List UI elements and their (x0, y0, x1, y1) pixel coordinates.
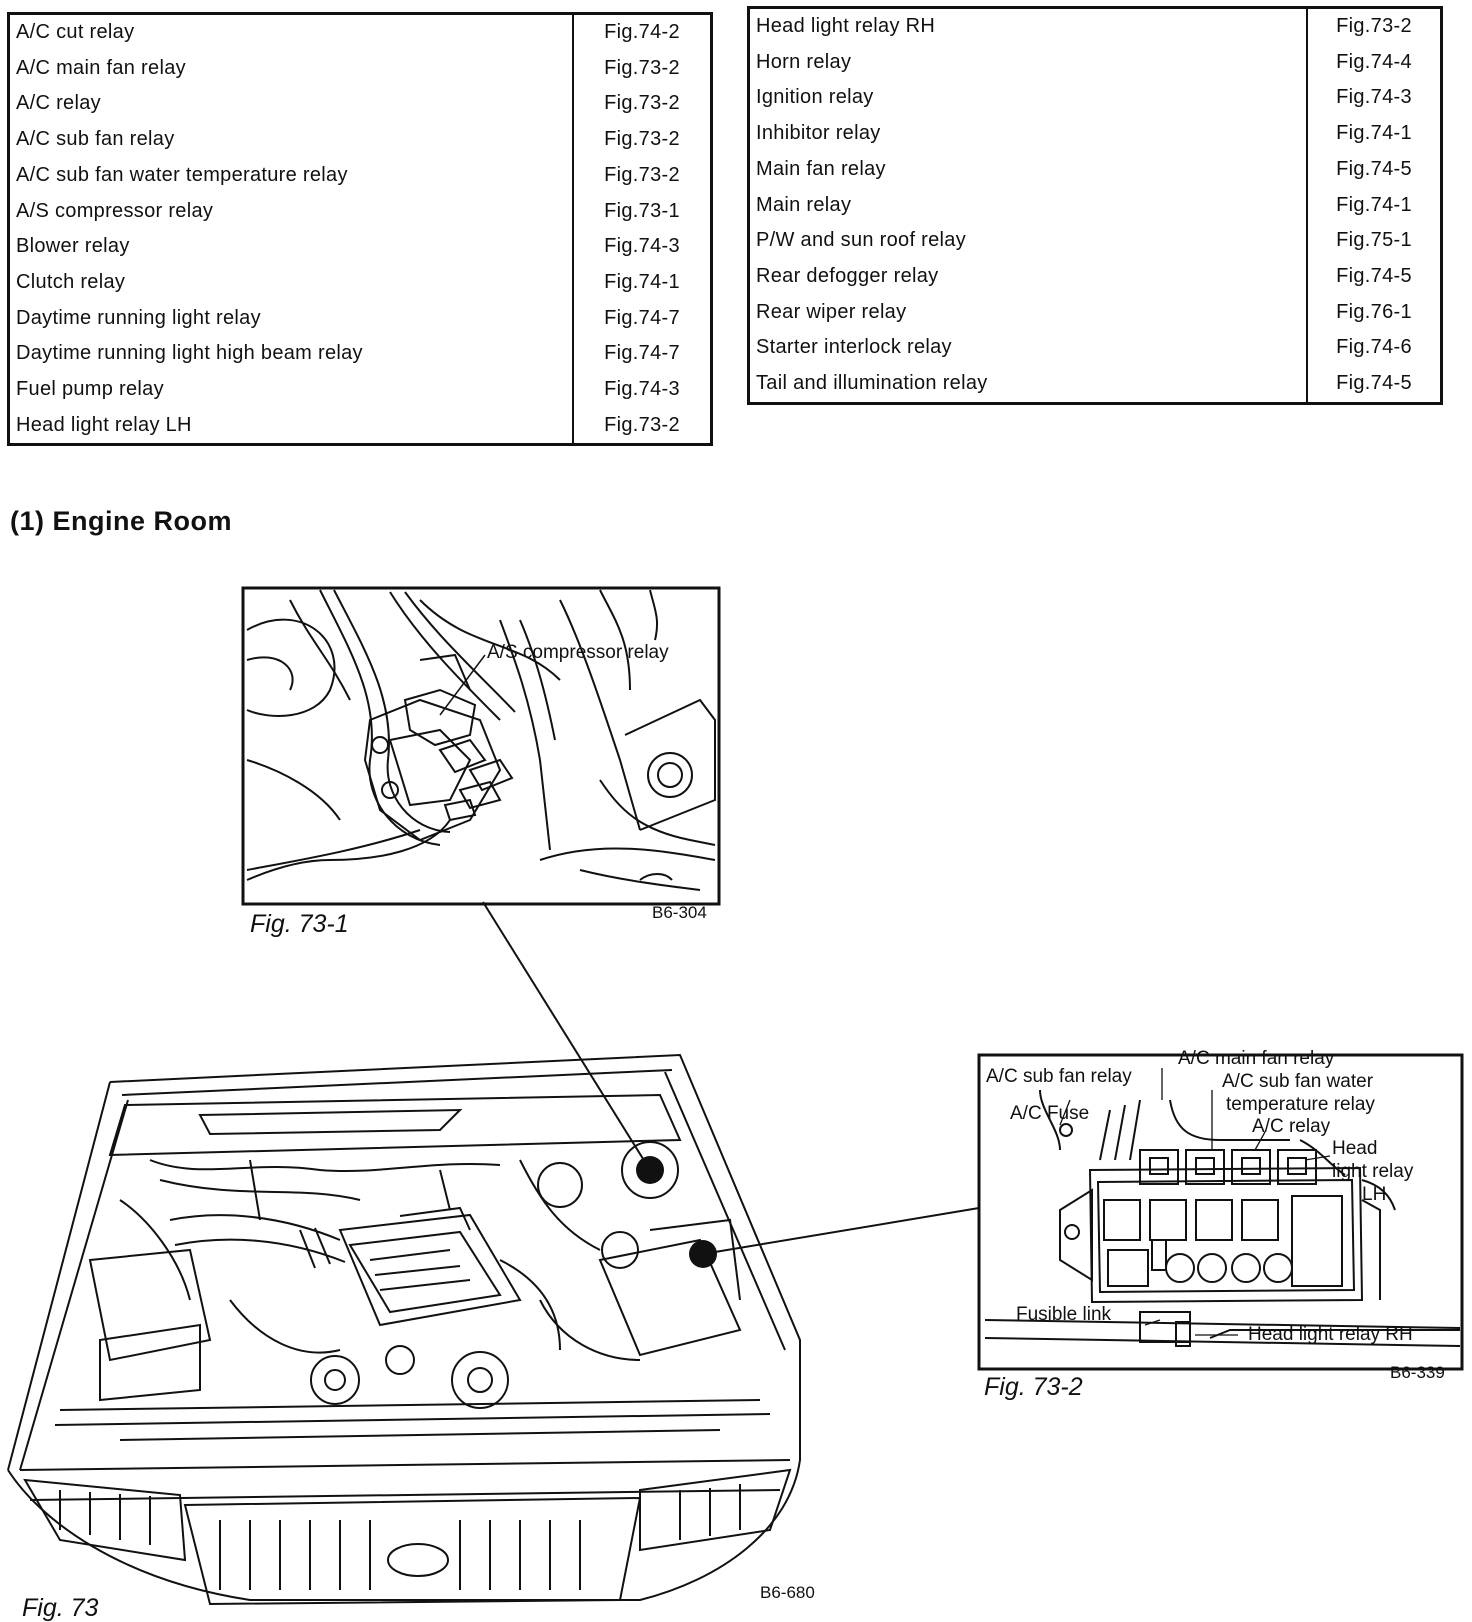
table-row: Ignition relay Fig.74-3 (749, 80, 1442, 117)
relay-name: Clutch relay (16, 270, 126, 293)
table-row: Rear defogger relay Fig.74-5 (749, 258, 1442, 295)
label-ac-relay: A/C relay (1252, 1116, 1331, 1137)
label-fusible-link: Fusible link (1016, 1304, 1112, 1325)
figure-reference: Fig.73-2 (572, 122, 712, 158)
table-row: Main relay Fig.74-1 (749, 187, 1442, 224)
code-b6-339: B6-339 (1390, 1363, 1445, 1382)
label-ac-main-fan-relay: A/C main fan relay (1178, 1048, 1335, 1069)
figure-reference: Fig.73-2 (572, 407, 712, 445)
detail-figure-73-2: A/C sub fan relay A/C main fan relay A/C… (977, 1048, 1464, 1401)
code-b6-304: B6-304 (652, 903, 707, 922)
figure-reference: Fig.73-2 (1306, 7, 1442, 45)
relay-name: Starter interlock relay (756, 336, 952, 359)
relay-name: A/C sub fan relay (16, 128, 175, 151)
relay-name: Horn relay (756, 50, 852, 73)
caption-fig-73-1: Fig. 73-1 (250, 910, 349, 938)
table-row: A/S compressor relay Fig.73-1 (9, 193, 712, 230)
figure-reference: Fig.74-2 (572, 13, 712, 51)
table-row: A/C sub fan water temperature relay Fig.7… (9, 157, 712, 194)
section-heading: (1) Engine Room (10, 506, 232, 536)
table-row: A/C sub fan relay Fig.73-2 (9, 122, 712, 158)
table-row: Daytime running light high beam relay Fig… (9, 336, 712, 373)
figure-reference: Fig.74-5 (1306, 366, 1442, 404)
figure-reference: Fig.74-7 (572, 336, 712, 373)
table-row: Fuel pump relay Fig.74-3 (9, 372, 712, 408)
table-row: Inhibitor relay Fig.74-1 (749, 116, 1442, 152)
relay-name: A/C main fan relay (16, 56, 186, 79)
label-as-compressor-relay: A/S compressor relay (487, 642, 669, 663)
label-ac-sub-fan-water-2: temperature relay (1226, 1094, 1375, 1115)
figure-reference: Fig.74-6 (1306, 330, 1442, 367)
label-head-light-lh-1: Head (1332, 1138, 1377, 1159)
figure-reference: Fig.76-1 (1306, 294, 1442, 331)
relay-name: Ignition relay (756, 86, 874, 109)
relay-name: Main fan relay (756, 157, 886, 180)
figure-reference: Fig.74-7 (572, 300, 712, 337)
label-head-light-lh-3: LH (1362, 1184, 1386, 1205)
table-row: Main fan relay Fig.74-5 (749, 151, 1442, 188)
figure-reference: Fig.74-3 (572, 229, 712, 265)
figure-reference: Fig.74-1 (1306, 187, 1442, 224)
figure-reference: Fig.74-1 (572, 264, 712, 301)
figure-reference: Fig.74-1 (1306, 116, 1442, 152)
label-ac-sub-fan-relay: A/C sub fan relay (986, 1066, 1132, 1087)
relay-name: Fuel pump relay (16, 378, 164, 401)
relay-name: Tail and illumination relay (756, 372, 988, 395)
label-ac-fuse: A/C Fuse (1010, 1103, 1089, 1124)
relay-name: Rear defogger relay (756, 264, 939, 287)
detail-figure-73-1: A/S compressor relay Fig. 73-1 B6-304 (241, 586, 721, 938)
leader-fig-73-1 (482, 901, 651, 1171)
table-row: Clutch relay Fig.74-1 (9, 264, 712, 301)
relay-name: P/W and sun roof relay (756, 229, 967, 252)
table-row: Head light relay RH Fig.73-2 (749, 7, 1442, 45)
relay-name: Head light relay RH (756, 15, 936, 37)
label-ac-sub-fan-water-1: A/C sub fan water (1222, 1071, 1374, 1092)
relay-name: A/C sub fan water temperature relay (16, 163, 348, 186)
code-b6-680: B6-680 (760, 1583, 815, 1602)
label-head-light-lh-2: light relay (1332, 1161, 1414, 1182)
table-row: Blower relay Fig.74-3 (9, 229, 712, 265)
table-row: Starter interlock relay Fig.74-6 (749, 330, 1442, 367)
relay-name: Daytime running light relay (16, 306, 261, 329)
relay-name: Blower relay (16, 235, 130, 258)
table-row: A/C cut relay Fig.74-2 (9, 13, 712, 51)
figure-reference: Fig.74-4 (1306, 44, 1442, 81)
relay-name: Rear wiper relay (756, 300, 907, 323)
relay-name: A/S compressor relay (16, 199, 214, 222)
figure-reference: Fig.74-5 (1306, 258, 1442, 295)
relay-name: A/C relay (16, 92, 101, 115)
figure-reference: Fig.73-2 (572, 50, 712, 87)
table-row: Head light relay LH Fig.73-2 (9, 407, 712, 445)
caption-fig-73-2: Fig. 73-2 (984, 1373, 1083, 1401)
figure-reference: Fig.75-1 (1306, 223, 1442, 259)
table-row: P/W and sun roof relay Fig.75-1 (749, 223, 1442, 259)
caption-fig-73: Fig. 73 (22, 1594, 99, 1622)
figure-reference: Fig.73-2 (572, 86, 712, 123)
table-row: Tail and illumination relay Fig.74-5 (749, 366, 1442, 404)
figure-reference: Fig.74-3 (572, 372, 712, 408)
table-row: A/C relay Fig.73-2 (9, 86, 712, 123)
figure-reference: Fig.73-1 (572, 193, 712, 230)
table-row: Horn relay Fig.74-4 (749, 44, 1442, 81)
figure-reference: Fig.74-3 (1306, 80, 1442, 117)
leader-fig-73-2 (702, 1207, 980, 1255)
relay-name: Main relay (756, 193, 852, 216)
relay-name: A/C cut relay (16, 21, 135, 43)
figure-reference: Fig.74-5 (1306, 151, 1442, 188)
relay-name: Inhibitor relay (756, 122, 881, 145)
label-head-light-rh: Head light relay RH (1248, 1324, 1413, 1345)
figure-reference: Fig.73-2 (572, 157, 712, 194)
table-row: Rear wiper relay Fig.76-1 (749, 294, 1442, 331)
engine-room-illustration (7, 1053, 801, 1606)
table-row: A/C main fan relay Fig.73-2 (9, 50, 712, 87)
relay-name: Daytime running light high beam relay (16, 342, 363, 365)
relay-name: Head light relay LH (16, 413, 192, 436)
table-row: Daytime running light relay Fig.74-7 (9, 300, 712, 337)
